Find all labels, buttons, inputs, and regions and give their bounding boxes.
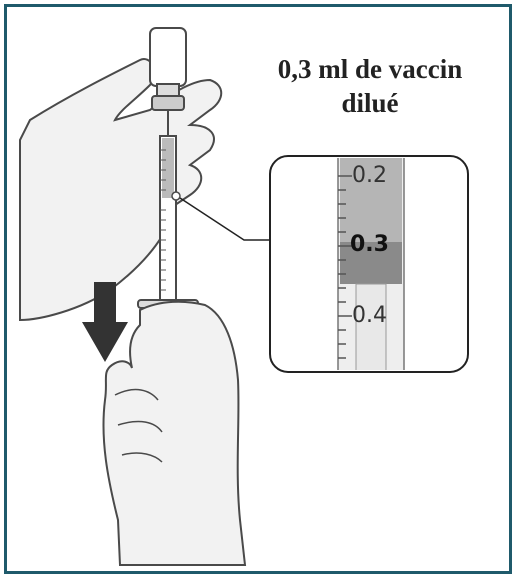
syringe-fluid xyxy=(162,138,174,198)
zoom-tick-label-0-4: 0.4 xyxy=(352,303,387,328)
vial-body xyxy=(150,28,186,86)
lower-hand xyxy=(103,302,245,565)
dose-caption: 0,3 ml de vaccin dilué xyxy=(230,52,510,120)
zoom-plunger-stem xyxy=(356,284,386,380)
zoom-tick-label-0-2: 0.2 xyxy=(352,163,387,188)
dose-caption-line1: 0,3 ml de vaccin xyxy=(230,52,510,86)
zoom-tick-label-0-3: 0.3 xyxy=(350,232,389,257)
callout-marker xyxy=(172,192,180,200)
upper-hand xyxy=(20,59,221,320)
dose-caption-line2: dilué xyxy=(230,86,510,120)
vial-cap xyxy=(152,96,184,110)
